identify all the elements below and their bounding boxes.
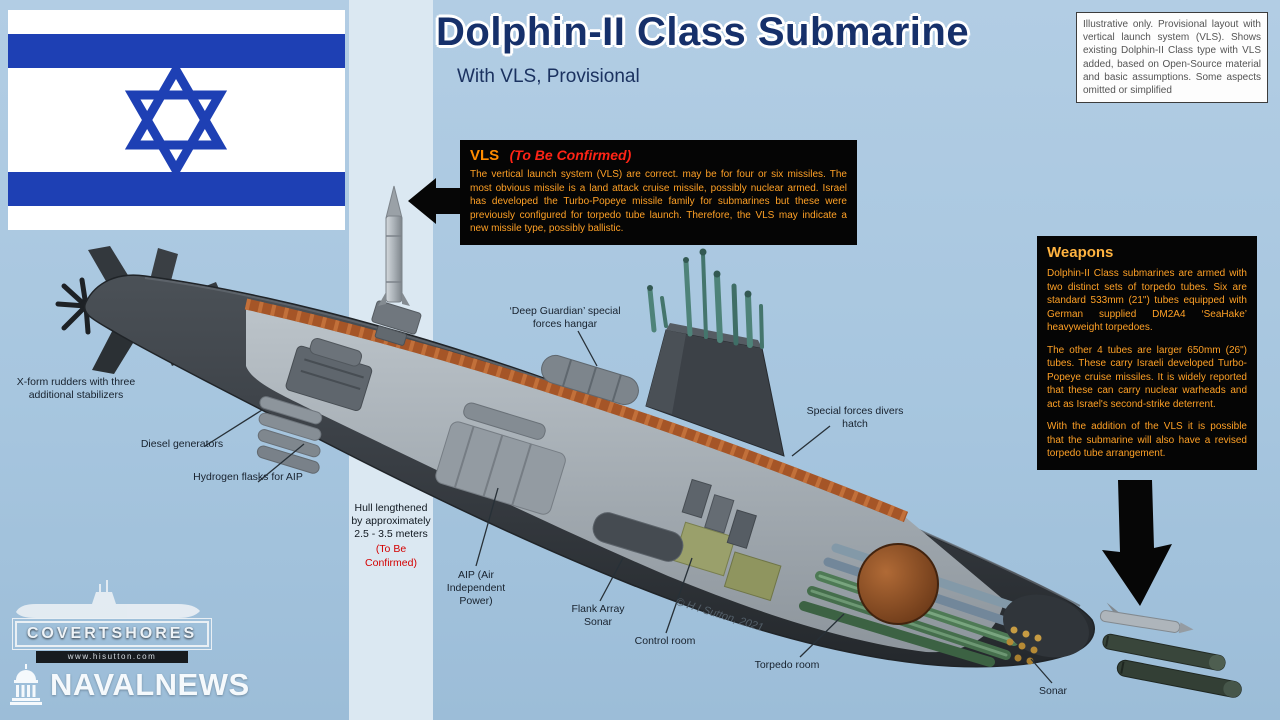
weapons-arrow-down-icon xyxy=(1102,480,1172,606)
callout-aip: AIP (Air Independent Power) xyxy=(446,569,506,608)
callout-deep-guardian-hangar: ‘Deep Guardian’ special forces hangar xyxy=(509,305,621,331)
covert-shores-website: www.hisutton.com xyxy=(36,651,188,663)
weapons-panel-title: Weapons xyxy=(1047,244,1114,261)
weapons-paragraph: The other 4 tubes are larger 650mm (26")… xyxy=(1047,344,1247,410)
disclaimer-note: Illustrative only. Provisional layout wi… xyxy=(1076,12,1268,104)
callout-x-form-rudders: X-form rudders with three additional sta… xyxy=(16,376,136,402)
control-room-consoles xyxy=(681,478,757,549)
deep-guardian-hangar-pod xyxy=(541,354,639,406)
star-of-david-icon xyxy=(124,60,228,180)
israel-flag xyxy=(8,10,345,230)
callout-torpedo-room: Torpedo room xyxy=(754,659,820,671)
page-subtitle: With VLS, Provisional xyxy=(457,66,640,87)
page-title: Dolphin-II Class Submarine xyxy=(436,10,970,54)
vls-panel-body: The vertical launch system (VLS) are cor… xyxy=(470,169,847,234)
callout-diesel-generators: Diesel generators xyxy=(140,438,224,450)
callout-sonar: Sonar xyxy=(1038,685,1068,697)
external-weapons xyxy=(1099,602,1242,698)
weapons-paragraph: With the addition of the VLS it is possi… xyxy=(1047,421,1247,459)
callout-hull-lengthened: Hull lengthened by approximately 2.5 - 3… xyxy=(350,502,432,570)
naval-news-logo: NAVALNEWS xyxy=(8,664,250,706)
hull-lengthened-qualifier: (To Be Confirmed) xyxy=(365,543,417,569)
cutaway-interior xyxy=(246,304,1004,653)
hydrogen-flasks-equipment xyxy=(256,396,323,474)
covert-shores-label: COVERTSHORES xyxy=(15,621,209,647)
callout-control-room: Control room xyxy=(634,635,696,647)
hull-ribs-detail xyxy=(244,298,909,523)
naval-news-label: NAVALNEWS xyxy=(50,667,250,702)
vls-panel-title-row: VLS (To Be Confirmed) xyxy=(470,147,847,165)
trim-tank-sphere xyxy=(857,543,939,625)
periscope-masts xyxy=(647,248,764,349)
vls-panel-qualifier: (To Be Confirmed) xyxy=(509,147,632,163)
vls-module xyxy=(371,300,422,346)
weapons-paragraph: Dolphin-II Class submarines are armed wi… xyxy=(1047,268,1247,333)
vls-panel-title: VLS xyxy=(470,147,500,164)
weapons-panel: Weapons Dolphin-II Class submarines are … xyxy=(1037,236,1257,470)
covert-shores-logo: COVERTSHORES xyxy=(12,618,212,650)
vls-callout-panel: VLS (To Be Confirmed) The vertical launc… xyxy=(460,140,857,245)
diesel-generators-equipment xyxy=(285,338,373,412)
leader-lines xyxy=(204,330,1053,684)
callout-divers-hatch: Special forces divers hatch xyxy=(806,405,904,431)
callout-flank-array-sonar: Flank Array Sonar xyxy=(571,603,625,629)
capitol-building-icon xyxy=(10,664,42,705)
hull-lengthened-text: Hull lengthened by approximately 2.5 - 3… xyxy=(351,502,431,541)
bow-sonar-array xyxy=(1003,594,1089,665)
covert-shores-sub-silhouette-icon xyxy=(16,580,200,618)
callout-hydrogen-flasks: Hydrogen flasks for AIP xyxy=(193,471,303,483)
aip-section-equipment xyxy=(435,402,566,515)
flank-array-sonar-panel xyxy=(592,512,684,562)
vls-arrow-left-icon xyxy=(408,178,460,224)
vls-missile xyxy=(378,185,410,306)
battery-blocks xyxy=(673,521,782,602)
